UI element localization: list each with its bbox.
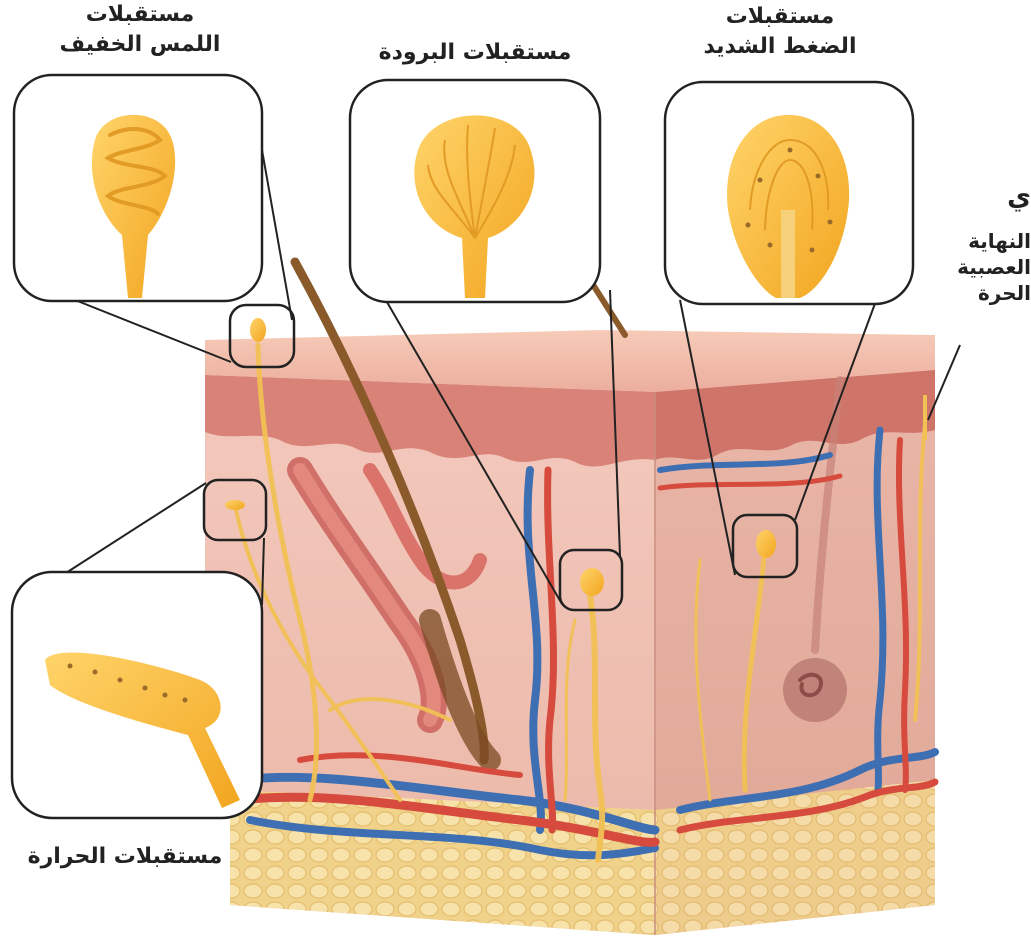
label-pressure-line1: مستقبلات xyxy=(680,2,880,32)
label-light-touch: مستقبلات اللمس الخفيف xyxy=(40,0,240,60)
label-heat: مستقبلات الحرارة xyxy=(0,842,250,872)
inset-cold xyxy=(350,80,600,302)
label-free-nerve: النهاية العصبية الحرة xyxy=(915,228,1031,306)
label-pressure: مستقبلات الضغط الشديد xyxy=(680,2,880,62)
label-pressure-line2: الضغط الشديد xyxy=(680,32,880,62)
label-light-touch-line1: مستقبلات xyxy=(40,0,240,30)
skin-block xyxy=(205,330,935,935)
label-free-nerve-line1: النهاية xyxy=(915,228,1031,254)
inset-heat xyxy=(12,572,262,818)
label-free-nerve-line3: الحرة xyxy=(915,280,1031,306)
label-free-nerve-line2: العصبية xyxy=(915,254,1031,280)
inset-light-touch xyxy=(14,75,262,301)
label-cold: مستقبلات البرودة xyxy=(330,38,620,68)
label-free-nerve-extra: ي xyxy=(1004,182,1031,212)
inset-pressure xyxy=(665,82,913,304)
label-light-touch-line2: اللمس الخفيف xyxy=(40,30,240,60)
